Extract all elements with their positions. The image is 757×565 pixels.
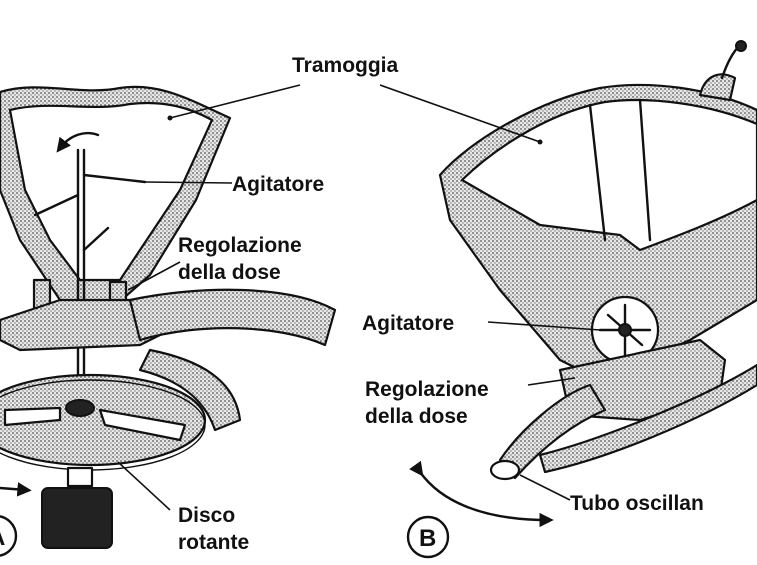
label-disc-2: rotante <box>178 531 249 554</box>
swing-arrow-b <box>409 460 554 528</box>
agitator-arms-a <box>33 173 147 252</box>
leader-agitator-a <box>144 181 233 184</box>
deflector-arm-a <box>128 288 337 347</box>
panel-letter-b: B <box>419 525 436 552</box>
drawing-a: A <box>0 85 337 557</box>
rotation-arrow-a <box>56 131 100 153</box>
drive-knob <box>41 487 113 549</box>
leader-dose-a <box>127 261 181 291</box>
label-dose-a-2: della dose <box>178 261 281 284</box>
leader-tube <box>519 474 571 501</box>
label-dose-b-2: della dose <box>365 405 468 428</box>
label-dose-b-1: Regolazione <box>365 378 489 401</box>
leader-agitator-b <box>487 321 601 331</box>
label-dose-a-1: Regolazione <box>178 234 302 257</box>
label-disc-1: Disco <box>178 504 235 527</box>
leader-dose-b <box>527 377 576 386</box>
label-tube: Tubo oscillan <box>570 492 704 515</box>
disc-hub <box>65 399 95 417</box>
drawing-b: B <box>406 40 757 559</box>
leader-lines <box>117 84 601 511</box>
label-hopper: Tramoggia <box>292 54 399 77</box>
label-agitator-a: Agitatore <box>232 173 324 196</box>
oscillating-tube <box>498 383 607 480</box>
frame-runner-b <box>538 363 757 474</box>
leader-hopper-a <box>169 84 301 119</box>
motion-arrow-a <box>0 482 32 497</box>
leader-disc <box>117 461 171 511</box>
label-agitator-b: Agitatore <box>362 312 454 335</box>
leader-hopper-b <box>379 84 541 143</box>
panel-letter-a: A <box>0 524 5 551</box>
hopper-b-inner <box>460 98 757 252</box>
panel-circle-b <box>406 515 450 559</box>
panel-circle-a <box>0 515 18 557</box>
